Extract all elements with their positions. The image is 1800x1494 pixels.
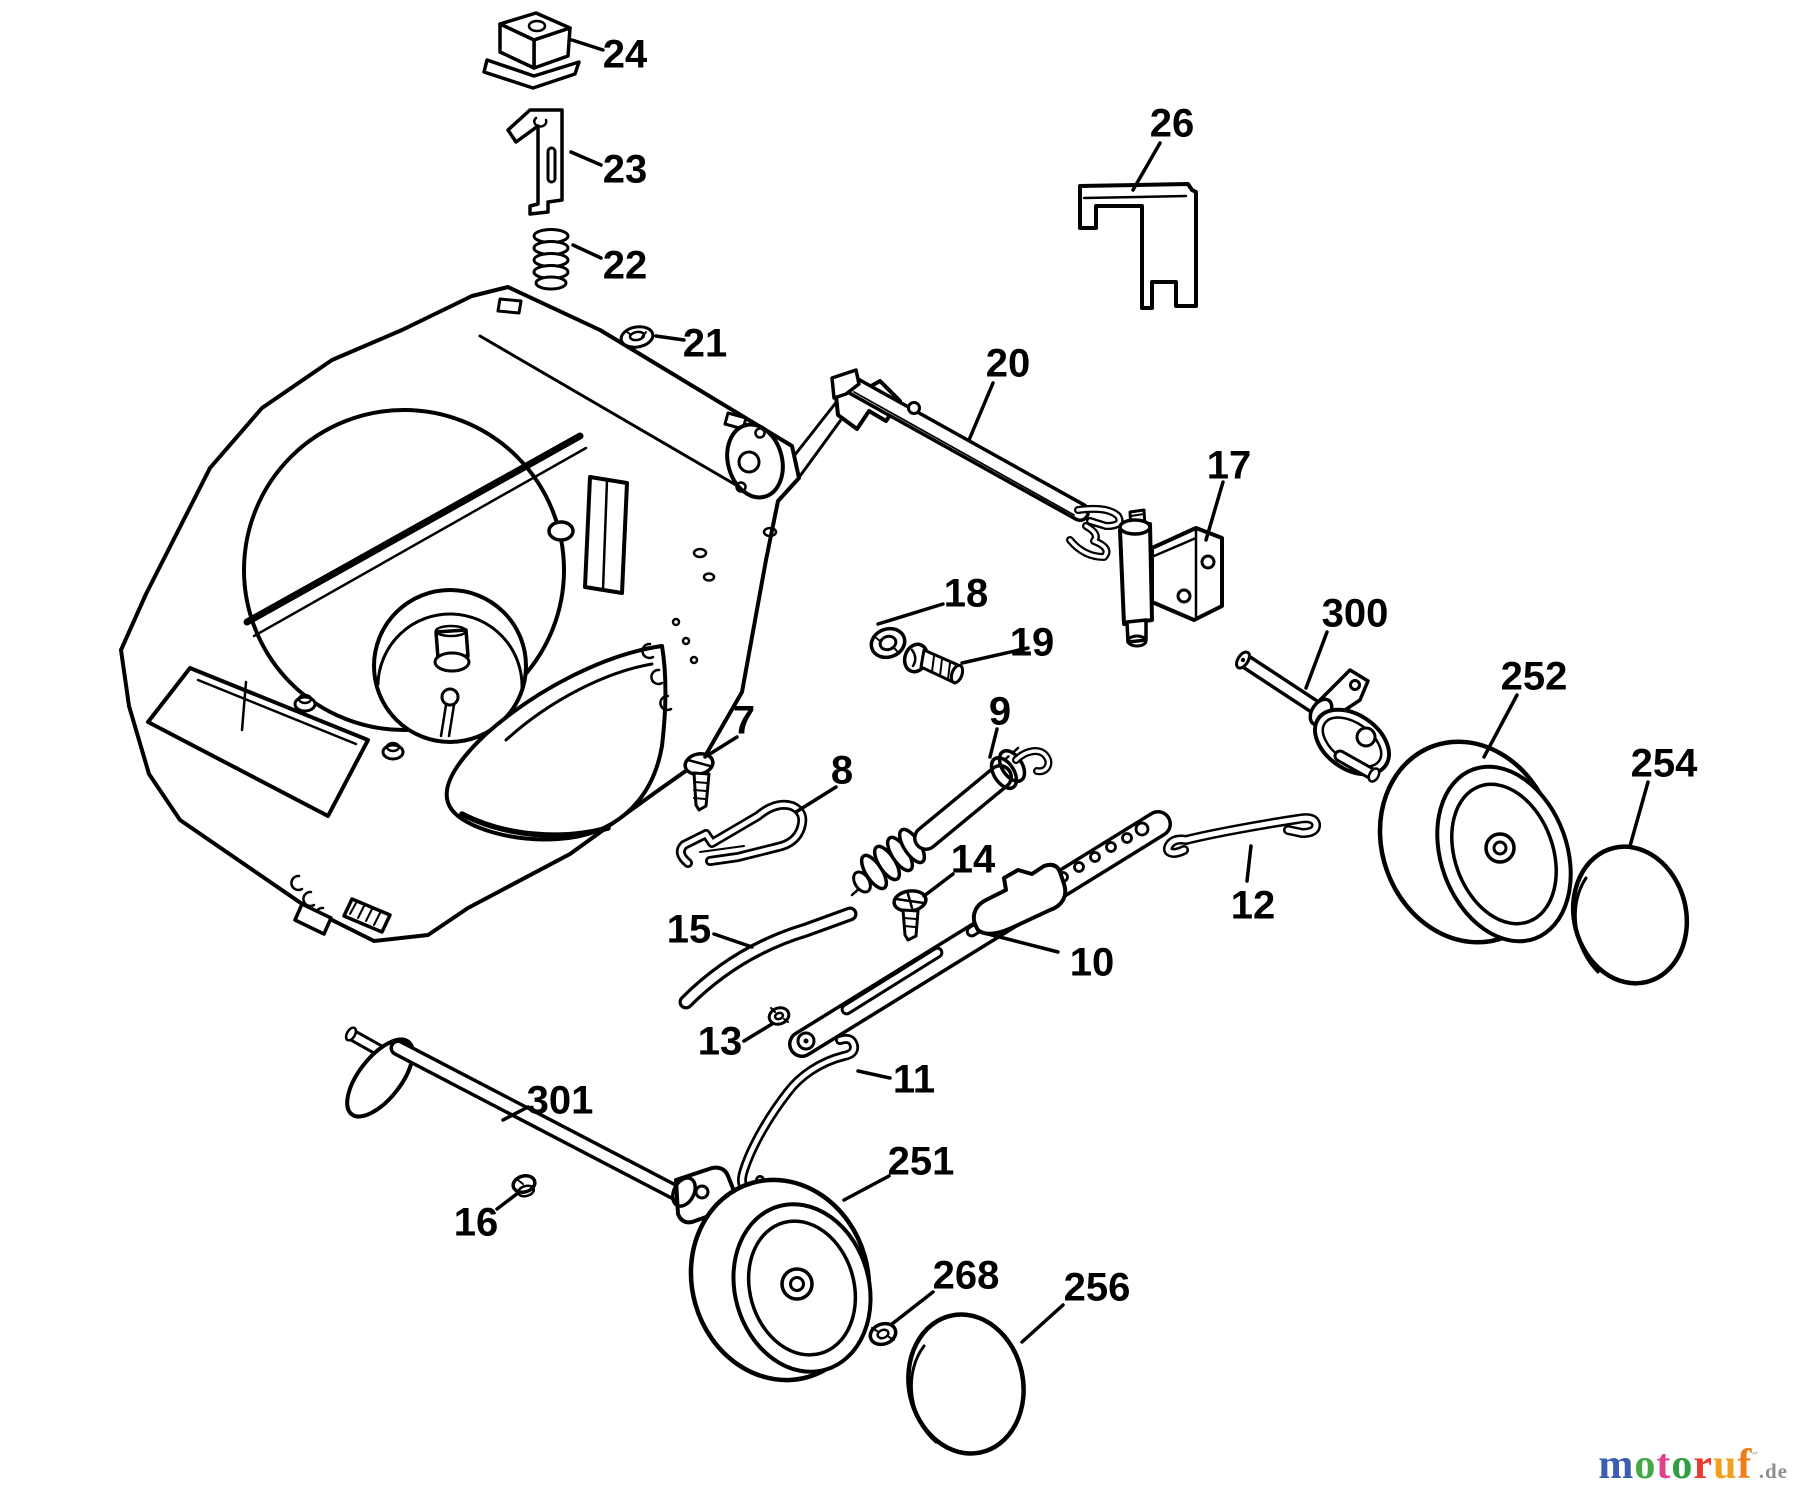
watermark-letter: o — [1634, 1442, 1657, 1488]
watermark: motoruf˝.de — [1598, 1444, 1788, 1486]
part-18-washer — [869, 626, 907, 660]
part-252-wheel — [1377, 739, 1573, 945]
leader-line-11 — [856, 1069, 892, 1080]
part-label-7: 7 — [733, 698, 755, 742]
part-300-axle — [1235, 650, 1391, 783]
deck-housing — [119, 285, 902, 943]
part-label-23: 23 — [603, 147, 648, 191]
leader-line-19 — [960, 646, 1030, 665]
watermark-letter: f — [1737, 1442, 1753, 1488]
leader-line-24 — [570, 38, 605, 52]
watermark-word: motoruf — [1598, 1442, 1752, 1488]
part-label-252: 252 — [1501, 654, 1568, 698]
leader-line-26 — [1131, 141, 1162, 192]
leader-line-21 — [654, 334, 686, 342]
part-label-24: 24 — [603, 32, 648, 76]
leader-line-18 — [876, 602, 945, 626]
callout-layer: 24 23 22 21 26 20 17 18 19 300 252 254 7 8 9 14 15 10 12 13… — [454, 32, 1698, 1344]
leader-line-16 — [495, 1191, 520, 1211]
part-251-wheel — [688, 1177, 873, 1383]
watermark-trademark: ˝ — [1752, 1450, 1759, 1467]
part-14-screw — [892, 889, 928, 942]
part-19-bolt — [902, 642, 965, 685]
part-label-256: 256 — [1064, 1265, 1131, 1309]
part-label-20: 20 — [986, 341, 1031, 385]
part-label-9: 9 — [989, 689, 1011, 733]
part-24-cover — [482, 11, 581, 90]
part-label-11: 11 — [893, 1057, 935, 1101]
part-label-268: 268 — [933, 1253, 1000, 1297]
part-label-8: 8 — [831, 748, 853, 792]
part-20-lever — [830, 368, 1124, 561]
leader-line-23 — [569, 150, 603, 167]
leader-line-9 — [988, 727, 999, 759]
part-256-cap — [906, 1312, 1026, 1456]
part-label-254: 254 — [1631, 741, 1698, 785]
part-label-10: 10 — [1070, 940, 1115, 984]
part-9-spring-rod — [850, 746, 1053, 897]
part-label-19: 19 — [1010, 620, 1055, 664]
part-26-guard — [1078, 182, 1198, 310]
watermark-letter: t — [1656, 1442, 1672, 1488]
part-8-clip — [675, 799, 808, 868]
part-268-nut — [868, 1321, 898, 1347]
part-label-18: 18 — [944, 571, 989, 615]
part-label-251: 251 — [888, 1139, 955, 1183]
part-17-hinge — [1118, 508, 1224, 648]
part-23-bracket — [506, 108, 564, 216]
watermark-letter: m — [1598, 1442, 1635, 1488]
watermark-suffix: .de — [1758, 1459, 1788, 1483]
part-label-14: 14 — [951, 837, 996, 881]
part-label-22: 22 — [603, 243, 648, 287]
part-label-16: 16 — [454, 1200, 499, 1244]
part-21-nut — [619, 325, 655, 349]
part-12-link — [1163, 813, 1322, 858]
leader-line-251 — [842, 1174, 891, 1202]
part-15-rod — [678, 906, 858, 1010]
part-22-spring — [532, 228, 570, 291]
part-label-300: 300 — [1322, 591, 1389, 635]
part-label-26: 26 — [1150, 101, 1195, 145]
leader-line-20 — [967, 381, 995, 442]
leader-line-14 — [922, 872, 955, 898]
leader-line-7 — [703, 735, 739, 759]
watermark-letter: o — [1671, 1442, 1694, 1488]
part-label-15: 15 — [667, 907, 712, 951]
part-11-wire — [737, 1033, 860, 1195]
leader-line-17 — [1204, 480, 1225, 542]
leader-line-22 — [571, 243, 603, 260]
leader-line-254 — [1628, 780, 1650, 848]
leader-line-256 — [1020, 1303, 1065, 1344]
leader-line-10 — [982, 931, 1060, 954]
part-16-nut — [511, 1174, 537, 1198]
leader-line-252 — [1482, 693, 1519, 759]
part-label-12: 12 — [1231, 883, 1276, 927]
part-10-bar — [788, 810, 1172, 1058]
leader-line-13 — [742, 1022, 774, 1043]
part-254-cap — [1570, 844, 1690, 986]
part-label-13: 13 — [698, 1019, 743, 1063]
leader-line-8 — [794, 785, 838, 814]
leader-line-300 — [1304, 630, 1329, 690]
part-label-21: 21 — [683, 321, 728, 365]
leader-line-301 — [501, 1105, 530, 1122]
leader-line-12 — [1245, 844, 1253, 883]
part-label-17: 17 — [1207, 443, 1252, 487]
leader-line-268 — [890, 1290, 935, 1326]
watermark-letter: u — [1713, 1442, 1738, 1488]
part-13-nut — [767, 1006, 791, 1026]
watermark-letter: r — [1693, 1442, 1714, 1488]
part-label-301: 301 — [527, 1078, 594, 1122]
leader-line-15 — [712, 932, 754, 949]
part-7-screw — [683, 752, 715, 812]
